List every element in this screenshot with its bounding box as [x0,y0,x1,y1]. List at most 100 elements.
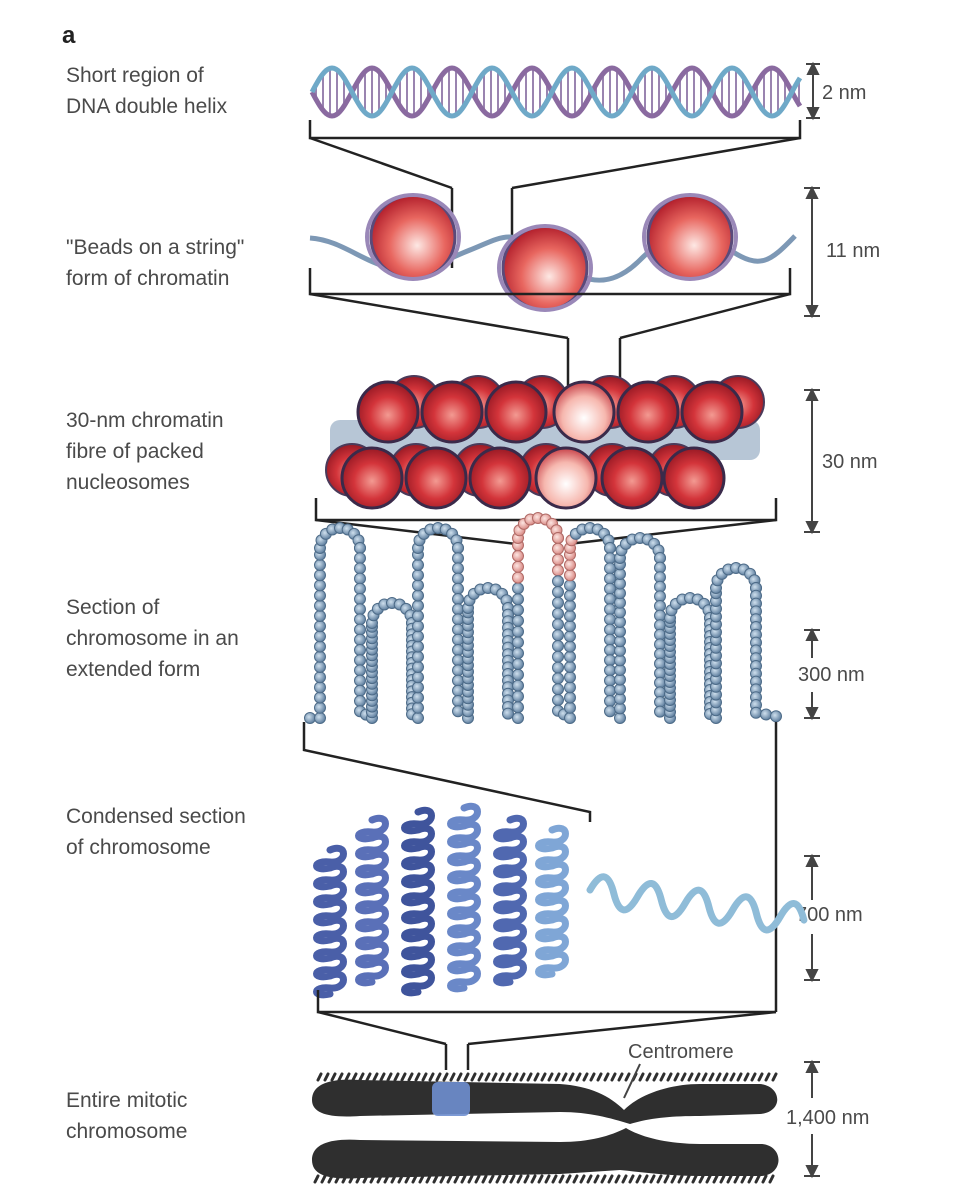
chromatid-texture [733,1174,740,1184]
chromatin-bead [314,691,326,704]
chromatin-bead [412,610,424,622]
chromatid-texture [761,1174,768,1184]
chromatin-bead [354,593,366,605]
chromatin-bead [304,712,316,724]
chromatid-texture [540,1072,547,1082]
chromatin-coil [401,806,435,997]
chromatin-bead [512,636,524,649]
chromatin-bead [604,572,616,585]
chromatin-bead [512,560,524,573]
chromatid-texture [379,1072,386,1082]
chromatin-bead [452,695,464,707]
label-dna: Short region of DNA double helix [66,64,228,118]
chromatid-texture [572,1174,579,1184]
nucleosome [600,446,664,510]
chromatin-fibre-30nm [325,375,765,510]
chromatid-texture [747,1174,754,1184]
extended-chromosome-section [304,512,782,724]
chromatid-texture [596,1072,603,1082]
chromatid-texture [705,1174,712,1184]
nucleosome-bead [497,224,593,312]
chromatin-bead [564,579,576,592]
chromatid-texture [400,1072,407,1082]
chromatin-bead [314,579,326,592]
chromatid-texture [491,1072,498,1082]
chromatid-texture [414,1072,421,1082]
panel-letter: a [62,22,76,49]
chromatid-texture [390,1174,397,1184]
chromatin-bead [654,705,666,718]
nucleosome [468,446,532,510]
chromatid-texture [495,1174,502,1184]
chromatin-bead [604,654,616,667]
chromatid-texture [621,1174,628,1184]
nucleosome [340,446,404,510]
chromatin-bead [412,630,424,643]
chromatid-texture [344,1072,351,1082]
chromatin-bead [512,604,524,616]
chromatin-bead [604,582,616,595]
dna-double-helix [309,65,803,119]
chromatin-bead [552,683,564,696]
chromatin-bead [552,650,564,663]
chromatin-bead [452,613,464,626]
chromatin-bead [412,661,424,673]
chromatid-texture [722,1072,729,1082]
chromatid-texture [666,1072,673,1082]
chromatin-bead [452,644,464,656]
chromatid-texture [460,1174,467,1184]
chromatin-bead [412,579,424,592]
chromatin-bead [314,599,326,612]
chromatin-bead [412,599,424,612]
label-extended: Section of chromosome in an extended for… [66,596,239,681]
chromatid-texture [684,1174,691,1184]
chromatin-bead [604,664,616,677]
chromatin-bead [512,701,524,714]
chromatin-bead [354,664,366,677]
chromatid-texture [547,1072,554,1082]
chromatin-bead [564,650,576,663]
chromatid-texture [533,1072,540,1082]
size-fibre: 30 nm [822,451,878,473]
chromatin-bead [314,559,326,571]
chromatin-bead [314,712,326,724]
chromatid-texture [439,1174,446,1184]
chromatin-bead [354,695,366,707]
chromatin-bead [552,596,564,609]
chromatin-bead [552,564,564,577]
chromatin-bead [412,691,424,704]
chromatin-coil [535,824,569,979]
chromatid-texture [726,1174,733,1184]
nucleosome [484,380,548,444]
chromatid-texture [687,1072,694,1082]
chromatin-bead [354,542,366,554]
dimension-300nm [804,627,820,721]
chromatin-bead [604,674,616,687]
chromatid-texture [568,1072,575,1082]
chromatin-bead [452,664,464,677]
chromatin-bead [564,640,576,653]
chromatin-bead [452,552,464,565]
chromatin-bead [604,695,616,707]
chromatin-bead [512,550,524,562]
chromatid-texture [715,1072,722,1082]
nucleosome [420,380,484,444]
chromatid-texture [488,1174,495,1184]
chromatin-bead [412,589,424,602]
chromatid-texture [372,1072,379,1082]
chromatin-bead [452,572,464,585]
chromatin-coil [355,814,389,987]
nucleosome [680,380,744,444]
chromatin-bead [552,694,564,706]
chromatin-bead [552,575,564,588]
chromatid-texture [453,1174,460,1184]
chromatin-bead [412,620,424,633]
nucleosome-bead [642,193,738,281]
label-condensed: Condensed section of chromosome [66,805,246,859]
chromatid-texture [617,1072,624,1082]
chromatid-texture [642,1174,649,1184]
chromatid-texture [512,1072,519,1082]
chromatid-texture [442,1072,449,1082]
condensed-region-highlight [432,1082,470,1116]
chromatid-texture [575,1072,582,1082]
